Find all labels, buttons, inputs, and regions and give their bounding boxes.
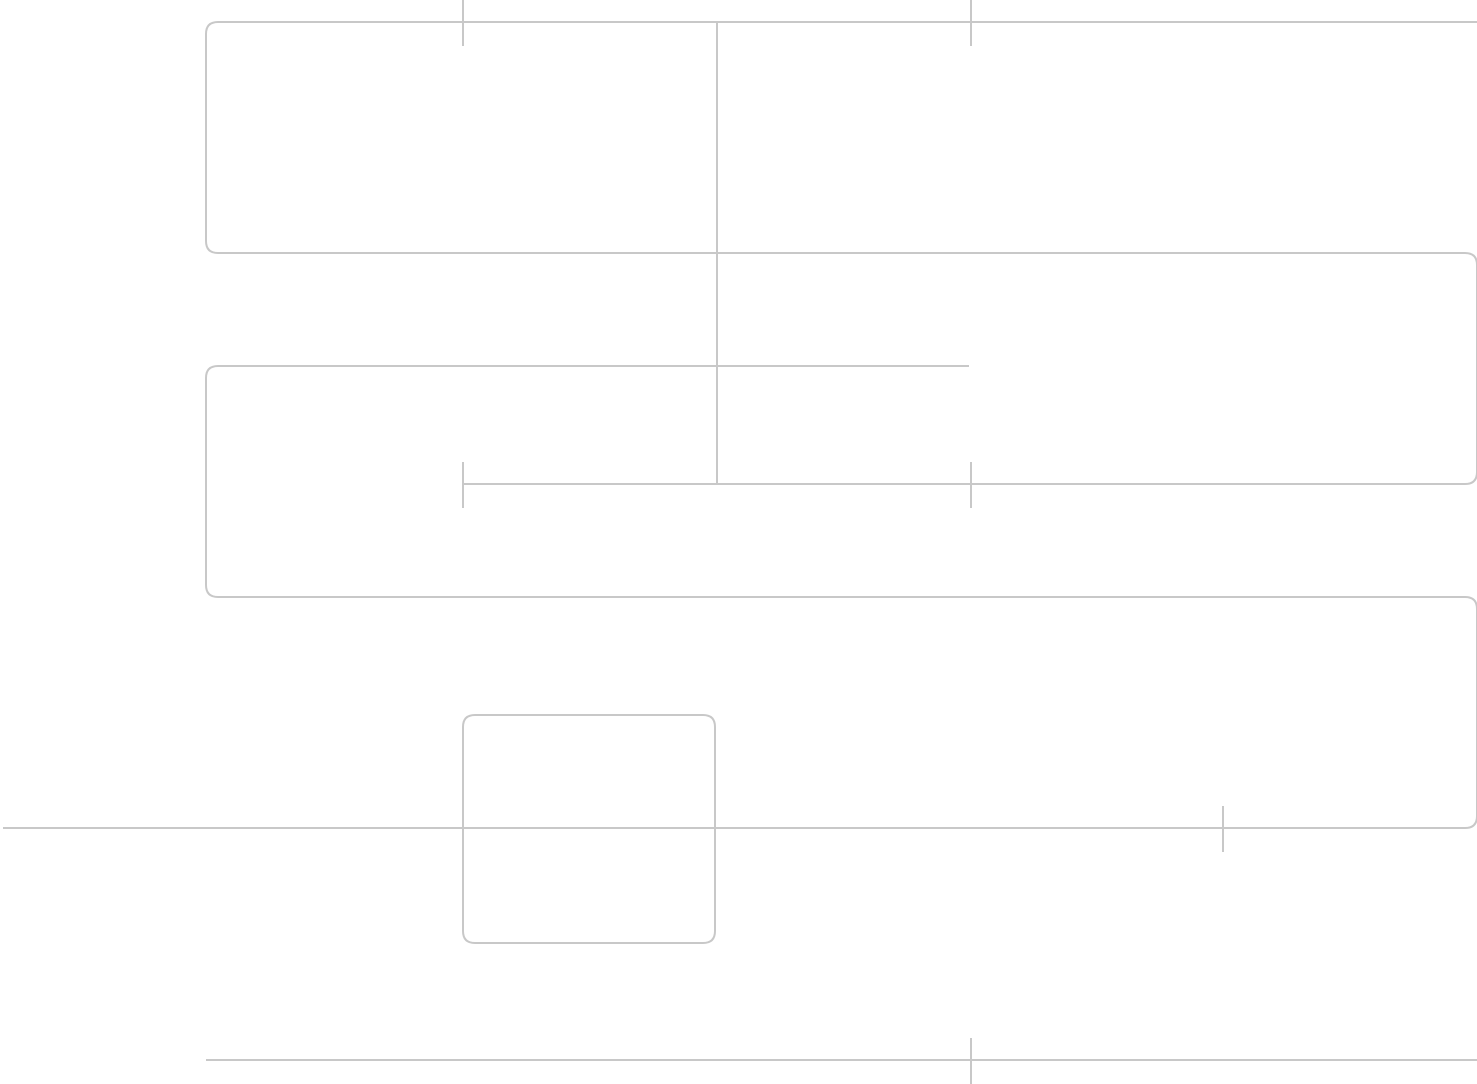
middle-right-box (463, 252, 1477, 485)
small-bottom-box (462, 714, 716, 944)
connector-lines (3, 0, 1477, 1084)
rounded-containers (205, 21, 1477, 944)
middle-left-box (205, 365, 1477, 829)
top-left-box (205, 21, 717, 254)
